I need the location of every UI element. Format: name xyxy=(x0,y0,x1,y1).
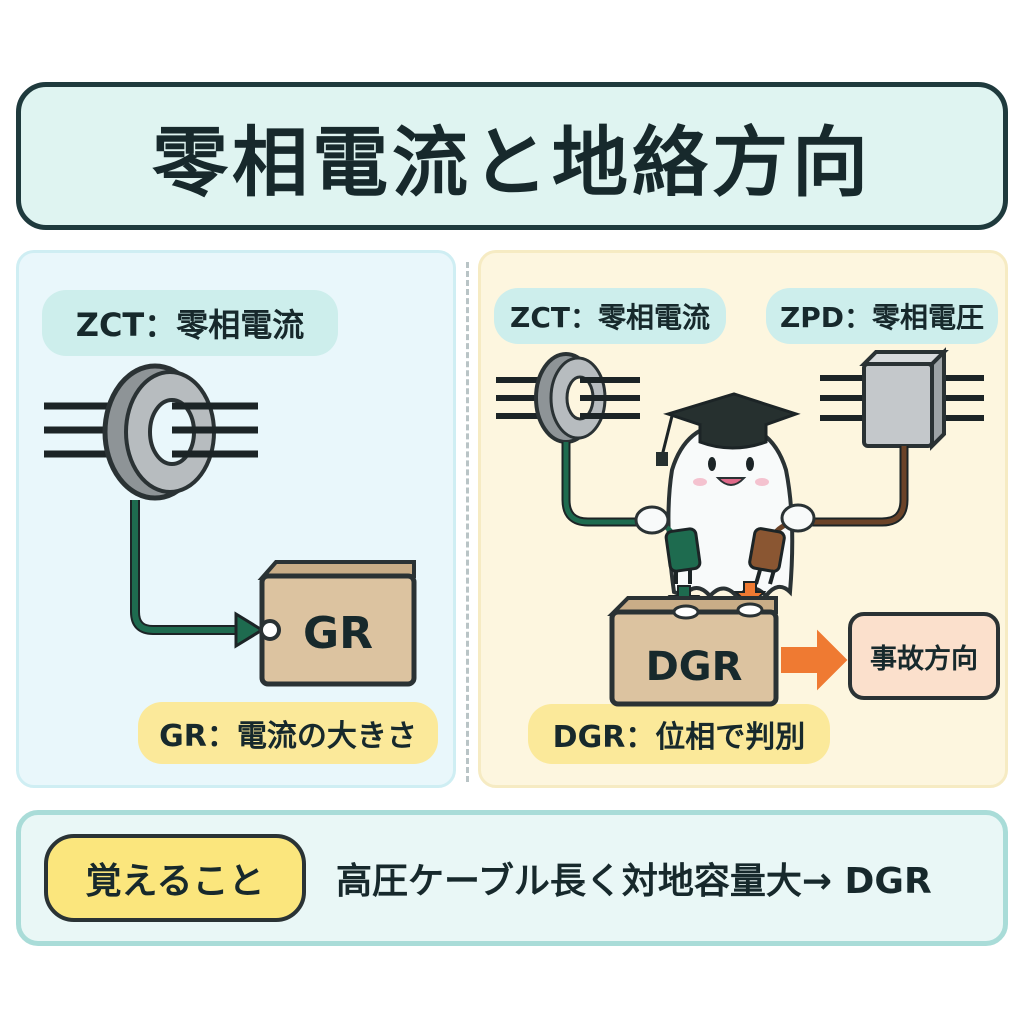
page-title: 零相電流と地絡方向 xyxy=(152,118,872,207)
zpd-device xyxy=(820,347,984,451)
gr-box-label: GR xyxy=(303,608,373,659)
direction-arrow xyxy=(781,629,848,691)
green-plug-icon xyxy=(634,505,702,584)
zct-label-left: ZCT：零相電流 xyxy=(42,290,338,356)
dgr-relay-box: DGR xyxy=(607,596,779,707)
fault-direction-box: 事故方向 xyxy=(848,612,1000,700)
dgr-box-label: DGR xyxy=(646,644,743,690)
zct-ring-right xyxy=(496,352,640,444)
brown-plug-icon xyxy=(748,503,816,585)
zct-label-right: ZCT：零相電流 xyxy=(494,288,726,344)
panel-divider xyxy=(466,262,469,782)
gr-caption: GR：電流の大きさ xyxy=(138,702,438,764)
gr-relay-box: GR xyxy=(257,560,417,687)
zpd-label: ZPD：零相電圧 xyxy=(766,288,998,344)
fault-direction-label: 事故方向 xyxy=(870,643,978,675)
graduation-cap-icon xyxy=(656,392,801,466)
title-banner: 零相電流と地絡方向 xyxy=(16,82,1008,230)
dgr-caption: DGR：位相で判別 xyxy=(528,704,830,764)
memo-badge: 覚えること xyxy=(44,834,306,922)
arrow-to-gr xyxy=(234,611,265,649)
memo-text: 高圧ケーブル長く対地容量大→ DGR xyxy=(336,861,932,902)
zct-ring-left xyxy=(44,363,258,501)
